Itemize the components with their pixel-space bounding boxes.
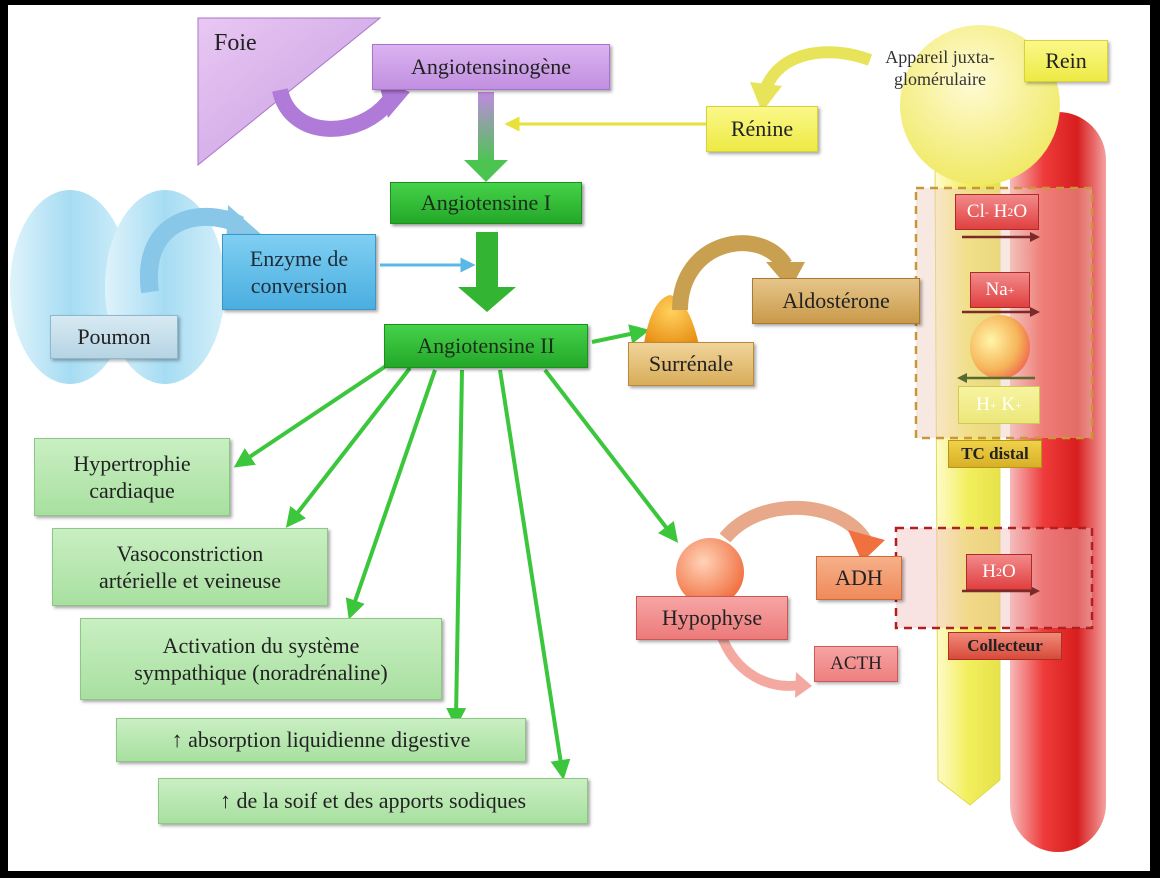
- foie-curved-arrow: [272, 87, 397, 137]
- ion-k: K: [1001, 394, 1016, 416]
- ion-k-sup: +: [1015, 397, 1022, 412]
- hypophyse-curved-arrow: [719, 500, 871, 545]
- lung-curved-arrow: [139, 207, 245, 294]
- adh-box: ADH: [816, 556, 902, 600]
- effect-arrows: [233, 324, 679, 780]
- angiotensinogene-box: Angiotensinogène: [372, 44, 610, 90]
- appareil-juxta-label: Appareil juxta- glomérulaire: [885, 46, 995, 90]
- arrow-ang1-head: [458, 287, 516, 312]
- surrenale-curved-arrow: [672, 235, 792, 311]
- ion-h2o-o: O: [1013, 201, 1028, 223]
- effect-hypertrophie: Hypertrophie cardiaque: [34, 438, 230, 516]
- appareil-arrow-head: [750, 82, 782, 112]
- ion-cl-sup: -: [984, 204, 989, 219]
- ion-na-box: Na+: [970, 272, 1030, 308]
- acth-arrow-head: [795, 672, 812, 698]
- ion-na: Na: [985, 279, 1008, 301]
- rein-box: Rein: [1024, 40, 1108, 82]
- poumon-box: Poumon: [50, 315, 178, 359]
- effect-activation-sympathique: Activation du système sympathique (norad…: [80, 618, 442, 700]
- hypophyse-ball: [676, 538, 744, 606]
- effect-vasoconstriction: Vasoconstriction artérielle et veineuse: [52, 528, 328, 606]
- foie-label: Foie: [214, 30, 257, 56]
- acth-curved-arrow: [715, 630, 801, 691]
- ion-h: H: [976, 394, 990, 416]
- acth-box: ACTH: [814, 646, 898, 682]
- effect-absorption: ↑ absorption liquidienne digestive: [116, 718, 526, 762]
- foie-triangle: [197, 17, 382, 167]
- nephron-tube-red: [1010, 112, 1106, 852]
- ion-h2o-c-sub: 2: [996, 564, 1002, 579]
- ion-h2o-c-o: O: [1002, 561, 1016, 583]
- aldosterone-box: Aldostérone: [752, 278, 920, 324]
- ion-h2o-h: H: [993, 201, 1008, 223]
- angiotensine-1-box: Angiotensine I: [390, 182, 582, 224]
- angiotensine-2-box: Angiotensine II: [384, 324, 588, 368]
- surrenale-arrow-head: [766, 262, 805, 290]
- ion-hk-box: H+ K+: [958, 386, 1040, 424]
- hypophyse-box: Hypophyse: [636, 596, 788, 640]
- ion-na-sup: +: [1007, 282, 1015, 297]
- hypophyse-arrow-head: [848, 530, 885, 562]
- collecteur-label: Collecteur: [948, 632, 1062, 660]
- arrow-angiotensinogene-head: [464, 160, 508, 182]
- arrow-angiotensinogene-down: [478, 92, 494, 162]
- surrenale-box: Surrénale: [628, 342, 754, 386]
- rein-bulb-shape: [900, 25, 1060, 185]
- arrow-ang1-down: [476, 232, 498, 290]
- renine-box: Rénine: [706, 106, 818, 152]
- transporter-ball: [970, 315, 1030, 379]
- effect-soif: ↑ de la soif et des apports sodiques: [158, 778, 588, 824]
- enzyme-conversion-box: Enzyme de conversion: [222, 234, 376, 310]
- ion-cl: Cl: [966, 201, 985, 223]
- ion-h2o-c-h: H: [982, 561, 996, 583]
- ion-h-sup: +: [989, 397, 997, 412]
- ion-h2o-sub: 2: [1007, 204, 1014, 219]
- tc-distal-label: TC distal: [948, 440, 1042, 468]
- appareil-curved-arrow: [759, 46, 873, 93]
